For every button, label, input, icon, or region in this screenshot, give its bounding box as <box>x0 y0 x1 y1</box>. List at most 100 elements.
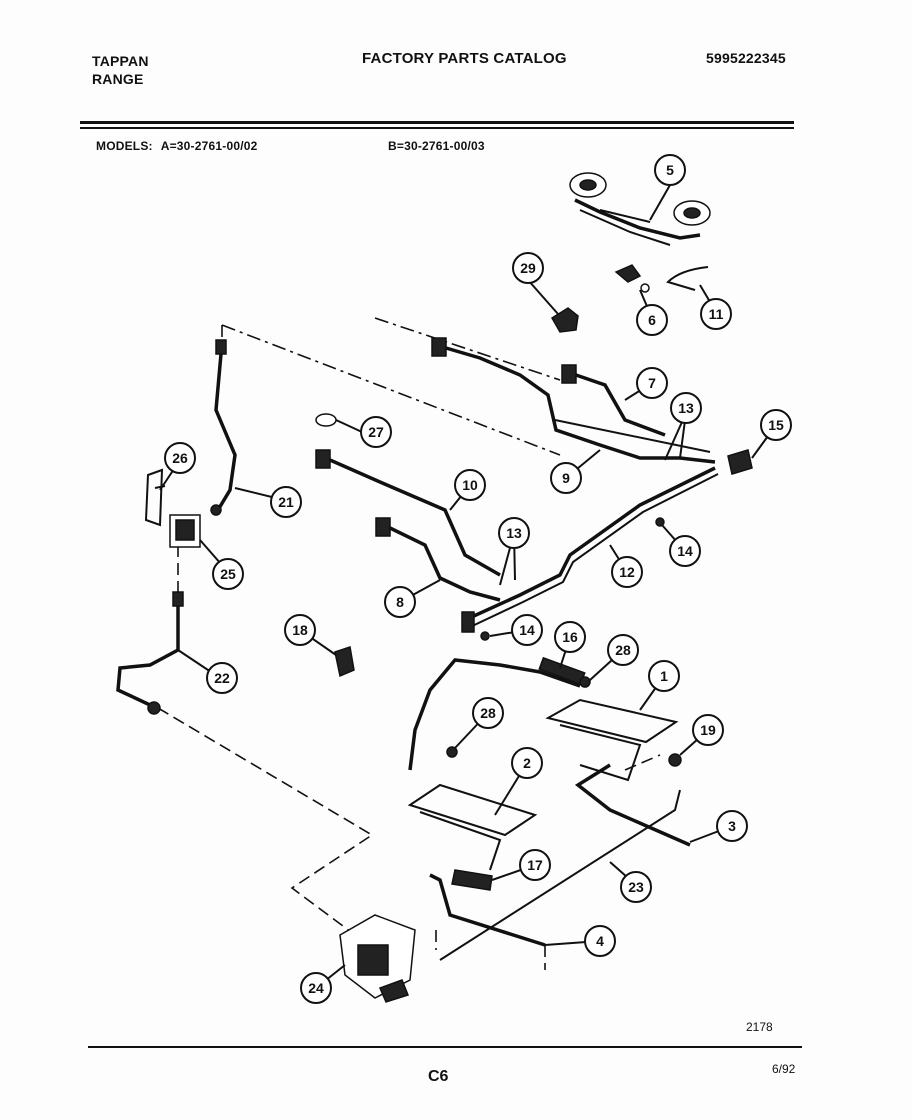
svg-text:29: 29 <box>520 260 536 276</box>
callout-7: 7 <box>636 367 668 399</box>
svg-text:27: 27 <box>368 424 384 440</box>
svg-text:24: 24 <box>308 980 324 996</box>
callout-18: 18 <box>284 614 316 646</box>
svg-text:6: 6 <box>648 312 656 328</box>
svg-text:10: 10 <box>462 477 478 493</box>
part-24-valve-assembly <box>339 914 416 1003</box>
svg-text:5: 5 <box>666 162 674 178</box>
callout-29: 29 <box>512 252 544 284</box>
svg-text:8: 8 <box>396 594 404 610</box>
callout-6: 6 <box>636 304 668 336</box>
svg-text:1: 1 <box>660 668 668 684</box>
callout-24: 24 <box>300 972 332 1004</box>
part-25-valve <box>169 514 201 548</box>
svg-text:19: 19 <box>700 722 716 738</box>
part-23-line <box>439 789 681 961</box>
callout-25: 25 <box>212 558 244 590</box>
catalog-title: FACTORY PARTS CATALOG <box>362 50 567 67</box>
svg-text:22: 22 <box>214 670 230 686</box>
model-b: B=30-2761-00/03 <box>388 139 485 153</box>
callout-12: 12 <box>611 556 643 588</box>
callout-10: 10 <box>454 469 486 501</box>
part-6-bracket <box>614 264 650 293</box>
callout-21: 21 <box>270 486 302 518</box>
callout-28-upper: 28 <box>607 634 639 666</box>
part-17-ignitor <box>451 869 493 891</box>
part-10-tube <box>315 449 501 577</box>
part-3-burner-tube <box>574 763 691 847</box>
header-rule-bottom <box>80 127 794 129</box>
models-line: MODELS: A=30-2761-00/02 <box>96 139 265 153</box>
callout-11: 11 <box>700 298 732 330</box>
svg-text:13: 13 <box>506 525 522 541</box>
callout-14-upper: 14 <box>669 535 701 567</box>
revision-date: 6/92 <box>772 1062 796 1076</box>
svg-text:28: 28 <box>480 705 496 721</box>
svg-text:16: 16 <box>562 629 578 645</box>
svg-text:14: 14 <box>677 543 693 559</box>
header-rule-top <box>80 121 794 124</box>
models-label: MODELS: <box>96 139 153 153</box>
svg-text:26: 26 <box>172 450 188 466</box>
svg-text:11: 11 <box>709 306 724 322</box>
part-4-burner-tube <box>429 873 546 947</box>
part-28-upper <box>579 676 591 688</box>
part-14-screw-lower <box>480 631 490 641</box>
callout-4: 4 <box>584 925 616 957</box>
svg-text:7: 7 <box>648 375 656 391</box>
svg-text:13: 13 <box>678 400 694 416</box>
callout-15: 15 <box>760 409 792 441</box>
part-16-thermocouple <box>408 658 581 771</box>
callout-14-lower: 14 <box>511 614 543 646</box>
brand-block: TAPPAN RANGE <box>92 52 149 88</box>
svg-text:21: 21 <box>278 494 294 510</box>
drawing-number: 2178 <box>746 1020 773 1034</box>
part-5-burner-assembly <box>569 172 711 246</box>
part-1-burner-tray <box>545 698 679 782</box>
part-7-tube <box>561 364 666 437</box>
part-19-fitting <box>668 753 682 767</box>
brand-name: TAPPAN <box>92 53 149 69</box>
part-12-main-manifold <box>461 466 719 633</box>
callout-leaders <box>159 184 777 989</box>
svg-text:3: 3 <box>728 818 736 834</box>
svg-text:23: 23 <box>628 879 644 895</box>
callout-13-upper: 13 <box>670 392 702 424</box>
svg-text:4: 4 <box>596 933 604 949</box>
dashed-leader-lines <box>157 317 661 970</box>
catalog-number: 5995222345 <box>706 50 786 66</box>
part-15-terminal <box>727 449 753 475</box>
callout-3: 3 <box>716 810 748 842</box>
svg-text:28: 28 <box>615 642 631 658</box>
callout-8: 8 <box>384 586 416 618</box>
page-number: C6 <box>428 1068 449 1085</box>
svg-text:17: 17 <box>527 857 543 873</box>
svg-text:14: 14 <box>519 622 535 638</box>
part-11-wire <box>666 266 709 291</box>
callout-28-lower: 28 <box>472 697 504 729</box>
callout-17: 17 <box>519 849 551 881</box>
part-8-tube <box>375 517 501 602</box>
part-29-clip <box>550 307 579 333</box>
part-28-lower <box>446 746 458 758</box>
svg-text:18: 18 <box>292 622 308 638</box>
callout-9: 9 <box>550 462 582 494</box>
callout-5: 5 <box>654 154 686 186</box>
callout-26: 26 <box>164 442 196 474</box>
part-2-burner-tray <box>407 783 538 871</box>
callout-19: 19 <box>692 714 724 746</box>
part-26-bracket <box>144 468 166 527</box>
callout-16: 16 <box>554 621 586 653</box>
svg-text:9: 9 <box>562 470 570 486</box>
svg-text:12: 12 <box>619 564 635 580</box>
part-21-tube <box>210 339 237 516</box>
footer-rule <box>88 1046 802 1048</box>
product-type: RANGE <box>92 71 144 87</box>
callout-22: 22 <box>206 662 238 694</box>
callout-27: 27 <box>360 416 392 448</box>
model-a: A=30-2761-00/02 <box>160 139 258 153</box>
callout-23: 23 <box>620 871 652 903</box>
part-22-tube <box>116 591 184 715</box>
